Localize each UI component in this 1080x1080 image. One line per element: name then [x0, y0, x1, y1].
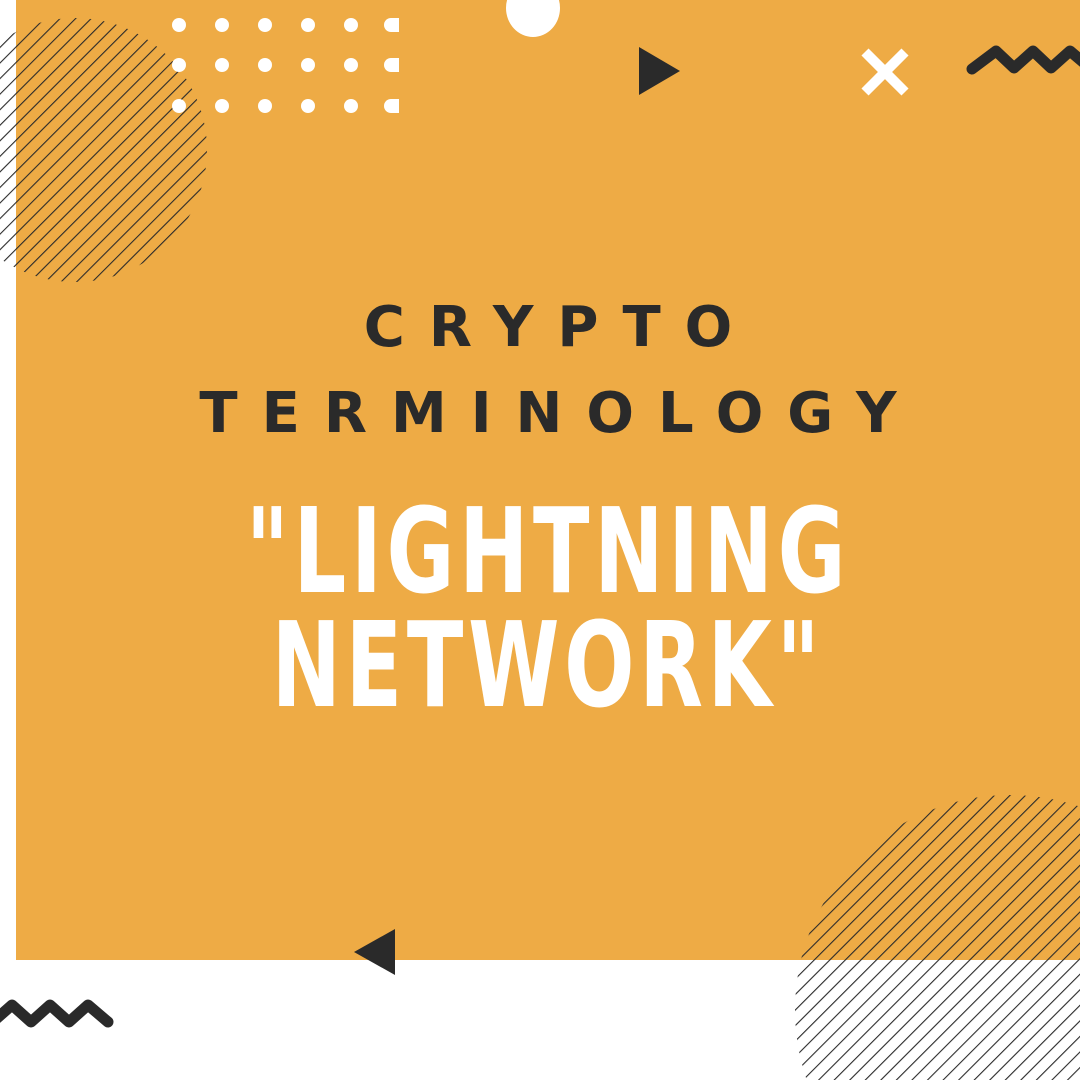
white-circle-icon	[506, 0, 560, 37]
kicker-line-1: CRYPTO	[363, 295, 757, 360]
headline-line-2: NETWORK"	[271, 596, 825, 734]
zigzag-top-right-icon	[966, 45, 1080, 75]
title-block: CRYPTO TERMINOLOGY	[16, 290, 1080, 442]
play-triangle-right-icon	[639, 47, 680, 95]
play-triangle-left-icon	[354, 929, 395, 975]
kicker-line-2: TERMINOLOGY	[199, 381, 921, 446]
dot-grid-icon	[172, 18, 399, 113]
zigzag-bottom-left-icon	[0, 999, 114, 1028]
hatched-circle-top-left-icon	[0, 18, 207, 282]
headline: "LIGHTNING NETWORK"	[16, 482, 1080, 734]
x-cross-icon	[861, 48, 909, 96]
hatched-circle-bottom-right-icon	[795, 795, 1080, 1080]
headline-line-1: "LIGHTNING	[245, 482, 851, 620]
